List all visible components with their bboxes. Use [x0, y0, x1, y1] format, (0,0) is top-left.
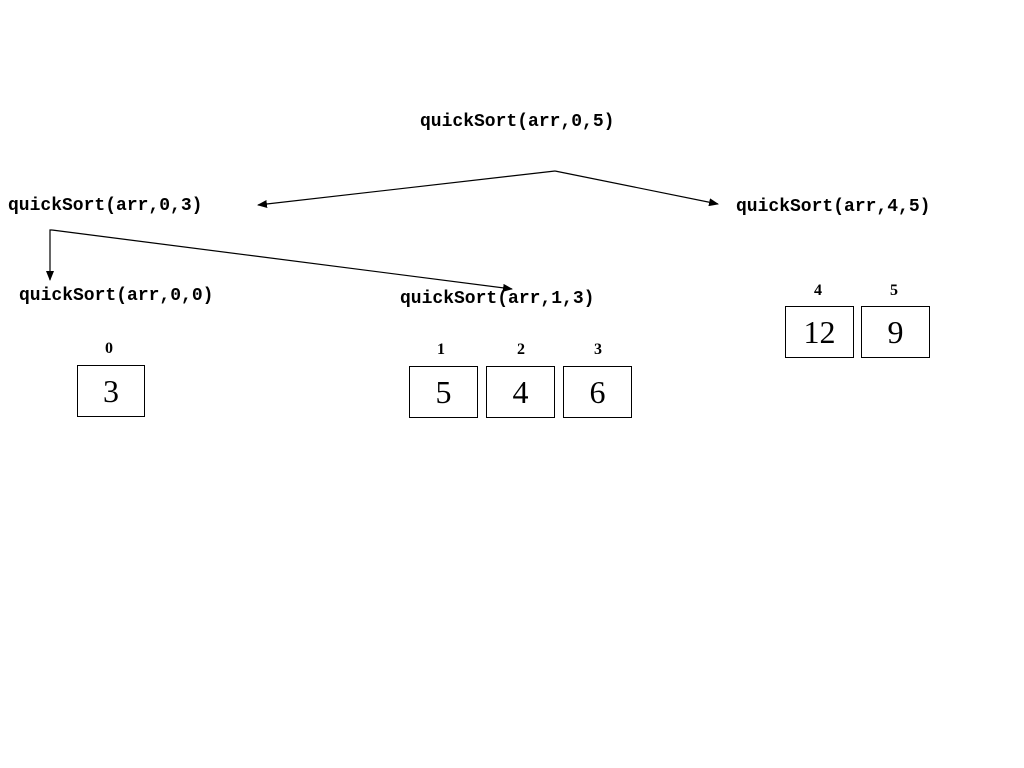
edge-root-to-left [257, 170, 556, 208]
array-index-label: 0 [105, 340, 113, 357]
call-right: quickSort(arr,4,5) [736, 197, 931, 217]
array-index-label: 5 [890, 282, 898, 299]
array-index-label: 4 [814, 282, 822, 299]
edge-left-to-left-left [46, 229, 54, 281]
call-left: quickSort(arr,0,3) [8, 196, 203, 216]
array-cell: 5 [409, 366, 478, 418]
edge-left-to-left-right [51, 229, 513, 292]
array-cell: 4 [486, 366, 555, 418]
array-cell: 6 [563, 366, 632, 418]
array-cell: 3 [77, 365, 145, 417]
array-index-label: 2 [517, 341, 525, 358]
call-left-right: quickSort(arr,1,3) [400, 289, 595, 309]
call-left-left: quickSort(arr,0,0) [19, 286, 214, 306]
edge-root-to-right [554, 170, 719, 207]
call-root: quickSort(arr,0,5) [420, 112, 615, 132]
array-index-label: 1 [437, 341, 445, 358]
array-cell: 12 [785, 306, 854, 358]
array-index-label: 3 [594, 341, 602, 358]
array-cell: 9 [861, 306, 930, 358]
